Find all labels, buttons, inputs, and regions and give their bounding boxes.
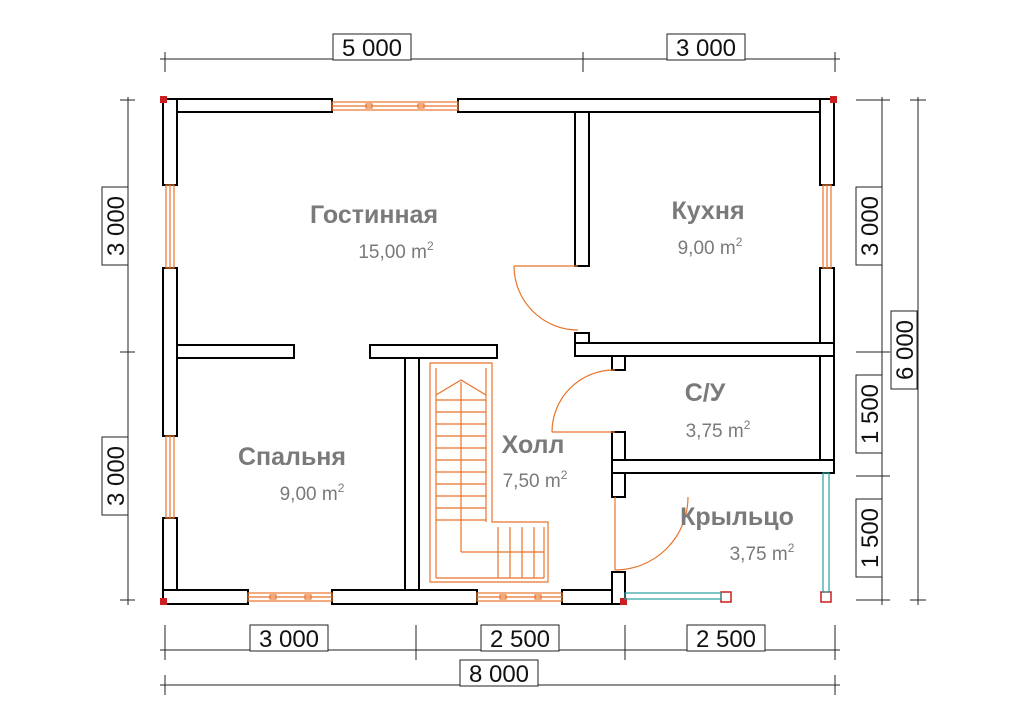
room-name-bedroom: Спальня bbox=[238, 443, 346, 471]
wall-bath-bottom bbox=[611, 459, 835, 474]
corner-marker-tl bbox=[160, 96, 167, 103]
wall-bath-stub bbox=[611, 355, 626, 371]
window-bottom-bedroom bbox=[247, 592, 333, 602]
doors bbox=[513, 265, 689, 571]
wall-right-1 bbox=[819, 98, 835, 186]
dim-right-upper: 3 000 bbox=[855, 186, 884, 266]
room-area-living: 15,00 m2 bbox=[358, 239, 434, 263]
window-right-kitchen bbox=[822, 184, 832, 269]
door-porch bbox=[614, 496, 689, 571]
svg-text:2 500: 2 500 bbox=[696, 626, 756, 653]
room-labels: Гостинная 15,00 m2 Кухня 9,00 m2 С/У 3,7… bbox=[238, 197, 795, 565]
dimension-labels: 5 000 3 000 3 000 2 500 2 500 8 000 3 00… bbox=[101, 33, 919, 688]
dim-right-middle: 1 500 bbox=[855, 374, 884, 454]
wall-living-kitchen bbox=[574, 111, 590, 267]
wall-left-1 bbox=[162, 98, 178, 186]
railing-bottom bbox=[624, 592, 722, 600]
room-area-kitchen: 9,00 m2 bbox=[678, 235, 743, 259]
wall-top-left bbox=[162, 98, 333, 113]
room-area-porch: 3,75 m2 bbox=[730, 541, 795, 565]
svg-text:1 500: 1 500 bbox=[857, 384, 884, 444]
wall-porch-stub bbox=[611, 571, 626, 605]
dim-bottom-2: 2 500 bbox=[480, 624, 560, 653]
dim-left-lower: 3 000 bbox=[101, 436, 130, 516]
svg-text:6 000: 6 000 bbox=[892, 320, 919, 380]
room-name-kitchen: Кухня bbox=[671, 197, 744, 225]
stair-treads-vertical bbox=[436, 399, 486, 521]
wall-right-2 bbox=[819, 267, 835, 474]
staircase bbox=[429, 362, 549, 583]
door-bathroom bbox=[551, 369, 616, 433]
window-top bbox=[331, 101, 459, 111]
window-bottom-hall bbox=[476, 592, 563, 602]
corner-marker-tr bbox=[830, 96, 837, 103]
window-left-upper bbox=[165, 184, 175, 269]
corner-marker-bm bbox=[620, 598, 627, 605]
room-area-hall: 7,50 m2 bbox=[503, 468, 568, 492]
svg-text:2 500: 2 500 bbox=[490, 626, 550, 653]
room-name-living: Гостинная bbox=[310, 201, 438, 229]
svg-text:3 000: 3 000 bbox=[676, 35, 736, 62]
svg-text:3 000: 3 000 bbox=[857, 196, 884, 256]
dim-bottom-3: 2 500 bbox=[686, 624, 766, 653]
windows bbox=[165, 101, 832, 602]
door-living-hall bbox=[513, 265, 579, 331]
dim-left-upper: 3 000 bbox=[101, 186, 130, 266]
post-marker-2 bbox=[820, 591, 832, 603]
wall-top-right bbox=[457, 98, 835, 113]
wall-living-bedroom-1 bbox=[176, 344, 295, 359]
dim-top-right: 3 000 bbox=[666, 33, 746, 62]
svg-text:5 000: 5 000 bbox=[342, 35, 402, 62]
room-name-porch: Крыльцо bbox=[680, 503, 794, 531]
svg-text:3 000: 3 000 bbox=[103, 196, 130, 256]
svg-text:3 000: 3 000 bbox=[259, 626, 319, 653]
wall-bottom-2 bbox=[331, 589, 478, 605]
dim-bottom-1: 3 000 bbox=[249, 624, 329, 653]
svg-text:3 000: 3 000 bbox=[103, 446, 130, 506]
window-left-lower bbox=[165, 435, 175, 519]
corner-marker-bl bbox=[160, 598, 167, 605]
dim-top-left: 5 000 bbox=[332, 33, 412, 62]
wall-living-bedroom-2 bbox=[369, 344, 498, 359]
wall-kitchen-bath bbox=[574, 342, 835, 357]
room-area-bedroom: 9,00 m2 bbox=[280, 481, 345, 505]
room-name-hall: Холл bbox=[502, 431, 565, 459]
room-name-bathroom: С/У bbox=[685, 379, 726, 407]
dim-right-total: 6 000 bbox=[890, 310, 919, 390]
dim-bottom-total: 8 000 bbox=[459, 659, 539, 688]
wall-bottom-1 bbox=[162, 589, 249, 605]
dim-right-lower: 1 500 bbox=[855, 498, 884, 578]
porch-railing bbox=[624, 472, 830, 600]
stair-treads-horizontal bbox=[509, 527, 535, 578]
room-area-bathroom: 3,75 m2 bbox=[686, 418, 751, 442]
wall-left-2 bbox=[162, 267, 178, 437]
svg-text:8 000: 8 000 bbox=[469, 661, 529, 688]
railing-right bbox=[822, 472, 830, 593]
svg-text:1 500: 1 500 bbox=[857, 508, 884, 568]
post-marker-1 bbox=[720, 591, 732, 603]
wall-bedroom-hall bbox=[404, 357, 420, 591]
